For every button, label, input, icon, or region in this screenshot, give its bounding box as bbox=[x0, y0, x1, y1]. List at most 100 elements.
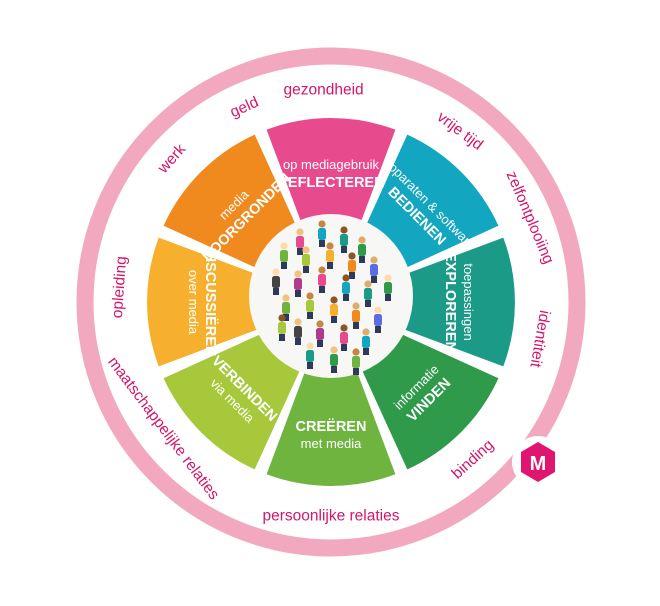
crowd-person-head bbox=[280, 242, 288, 250]
crowd-person-legs bbox=[297, 248, 303, 255]
crowd-person-head bbox=[272, 268, 280, 276]
crowd-person-legs bbox=[365, 300, 371, 307]
crowd-person-legs bbox=[303, 266, 309, 273]
crowd-person-body bbox=[340, 234, 348, 246]
ring-word-werk: werk bbox=[154, 141, 189, 178]
crowd-person-body bbox=[384, 282, 392, 294]
crowd-person bbox=[340, 226, 348, 253]
crowd-person-body bbox=[282, 302, 290, 314]
label-reflecteren: REFLECTEREN op mediagebruik bbox=[277, 157, 384, 191]
logo-hexagon bbox=[521, 442, 555, 482]
crowd-person-head bbox=[364, 280, 372, 288]
crowd-person-legs bbox=[353, 368, 359, 375]
crowd-person-legs bbox=[319, 240, 325, 247]
crowd-person-legs bbox=[353, 322, 359, 329]
crowd-person-body bbox=[330, 354, 338, 366]
segment-discussieren bbox=[147, 237, 273, 367]
segment-exploreren bbox=[389, 237, 515, 367]
segments bbox=[147, 118, 515, 486]
crowd-person-head bbox=[278, 314, 286, 322]
crowd-person-head bbox=[374, 306, 382, 314]
ring-word-geld: geld bbox=[228, 94, 262, 121]
label-exploreren-sub: toepassingen bbox=[461, 263, 476, 340]
label-discussieren-sub: over media bbox=[186, 270, 201, 335]
crowd-person bbox=[296, 228, 304, 255]
label-reflecteren-main: REFLECTEREN bbox=[277, 175, 384, 191]
crowd-person bbox=[316, 320, 324, 347]
crowd-person-legs bbox=[331, 366, 337, 373]
ring-word-persoonlijke-relaties: persoonlijke relaties bbox=[263, 508, 400, 525]
ring-word-binding: binding bbox=[449, 436, 498, 482]
segment-doorgronden bbox=[163, 134, 306, 277]
segment-creeren bbox=[266, 360, 396, 486]
crowd-person-body bbox=[306, 300, 314, 312]
crowd-person bbox=[348, 252, 356, 279]
crowd-person-legs bbox=[363, 348, 369, 355]
crowd-person-body bbox=[330, 304, 338, 316]
crowd-person bbox=[358, 236, 366, 263]
crowd-person-body bbox=[318, 228, 326, 240]
logo-letter: M bbox=[530, 453, 547, 475]
crowd-person bbox=[330, 296, 338, 323]
crowd-person bbox=[272, 268, 280, 295]
crowd-person-head bbox=[282, 294, 290, 302]
crowd-person bbox=[342, 274, 350, 301]
crowd-person-head bbox=[348, 252, 356, 260]
crowd-person-body bbox=[352, 356, 360, 368]
crowd-person-head bbox=[294, 270, 302, 278]
crowd-person bbox=[294, 318, 302, 345]
crowd-person-legs bbox=[341, 246, 347, 253]
crowd-person-head bbox=[316, 320, 324, 328]
crowd-person-body bbox=[348, 260, 356, 272]
crowd-person bbox=[352, 348, 360, 375]
crowd-person-body bbox=[278, 322, 286, 334]
crowd-person-legs bbox=[371, 276, 377, 283]
crowd-person-body bbox=[294, 326, 302, 338]
crowd-person bbox=[374, 306, 382, 333]
crowd-person-head bbox=[342, 274, 350, 282]
center-crowd-area bbox=[249, 214, 413, 378]
crowd-person-legs bbox=[343, 294, 349, 301]
crowd-person-legs bbox=[385, 294, 391, 301]
crowd-person-head bbox=[330, 346, 338, 354]
crowd-person-legs bbox=[273, 288, 279, 295]
crowd-person-legs bbox=[327, 262, 333, 269]
crowd-person-head bbox=[326, 242, 334, 250]
crowd-person-head bbox=[358, 236, 366, 244]
crowd-person-body bbox=[306, 350, 314, 362]
label-creeren: CREËREN met media bbox=[296, 418, 367, 451]
label-exploreren-main: EXPLOREREN bbox=[442, 252, 458, 352]
crowd-person bbox=[278, 314, 286, 341]
crowd-person-legs bbox=[359, 256, 365, 263]
crowd-person bbox=[306, 342, 314, 369]
crowd-person-body bbox=[318, 274, 326, 286]
crowd-person-head bbox=[340, 226, 348, 234]
crowd-person bbox=[280, 242, 288, 269]
crowd-person-legs bbox=[307, 362, 313, 369]
label-creeren-main: CREËREN bbox=[296, 418, 367, 435]
crowd-person-body bbox=[374, 314, 382, 326]
crowd-person-head bbox=[302, 246, 310, 254]
crowd-person-legs bbox=[331, 316, 337, 323]
crowd-person-body bbox=[296, 236, 304, 248]
crowd-person-legs bbox=[375, 326, 381, 333]
crowd-person-head bbox=[294, 318, 302, 326]
crowd-person-legs bbox=[307, 312, 313, 319]
label-creeren-sub: met media bbox=[301, 436, 362, 451]
crowd-person bbox=[318, 220, 326, 247]
segment-vinden bbox=[356, 327, 499, 470]
label-discussieren-main: DISCUSSIËREN bbox=[202, 248, 219, 357]
crowd-person-head bbox=[330, 296, 338, 304]
crowd-person-legs bbox=[319, 286, 325, 293]
crowd-person-legs bbox=[295, 338, 301, 345]
label-discussieren: DISCUSSIËREN over media bbox=[186, 248, 219, 357]
crowd-person bbox=[326, 242, 334, 269]
crowd-person-body bbox=[326, 250, 334, 262]
crowd-person-head bbox=[340, 324, 348, 332]
crowd-person-head bbox=[384, 274, 392, 282]
crowd-person bbox=[318, 266, 326, 293]
crowd-person-body bbox=[370, 264, 378, 276]
crowd-person bbox=[370, 256, 378, 283]
